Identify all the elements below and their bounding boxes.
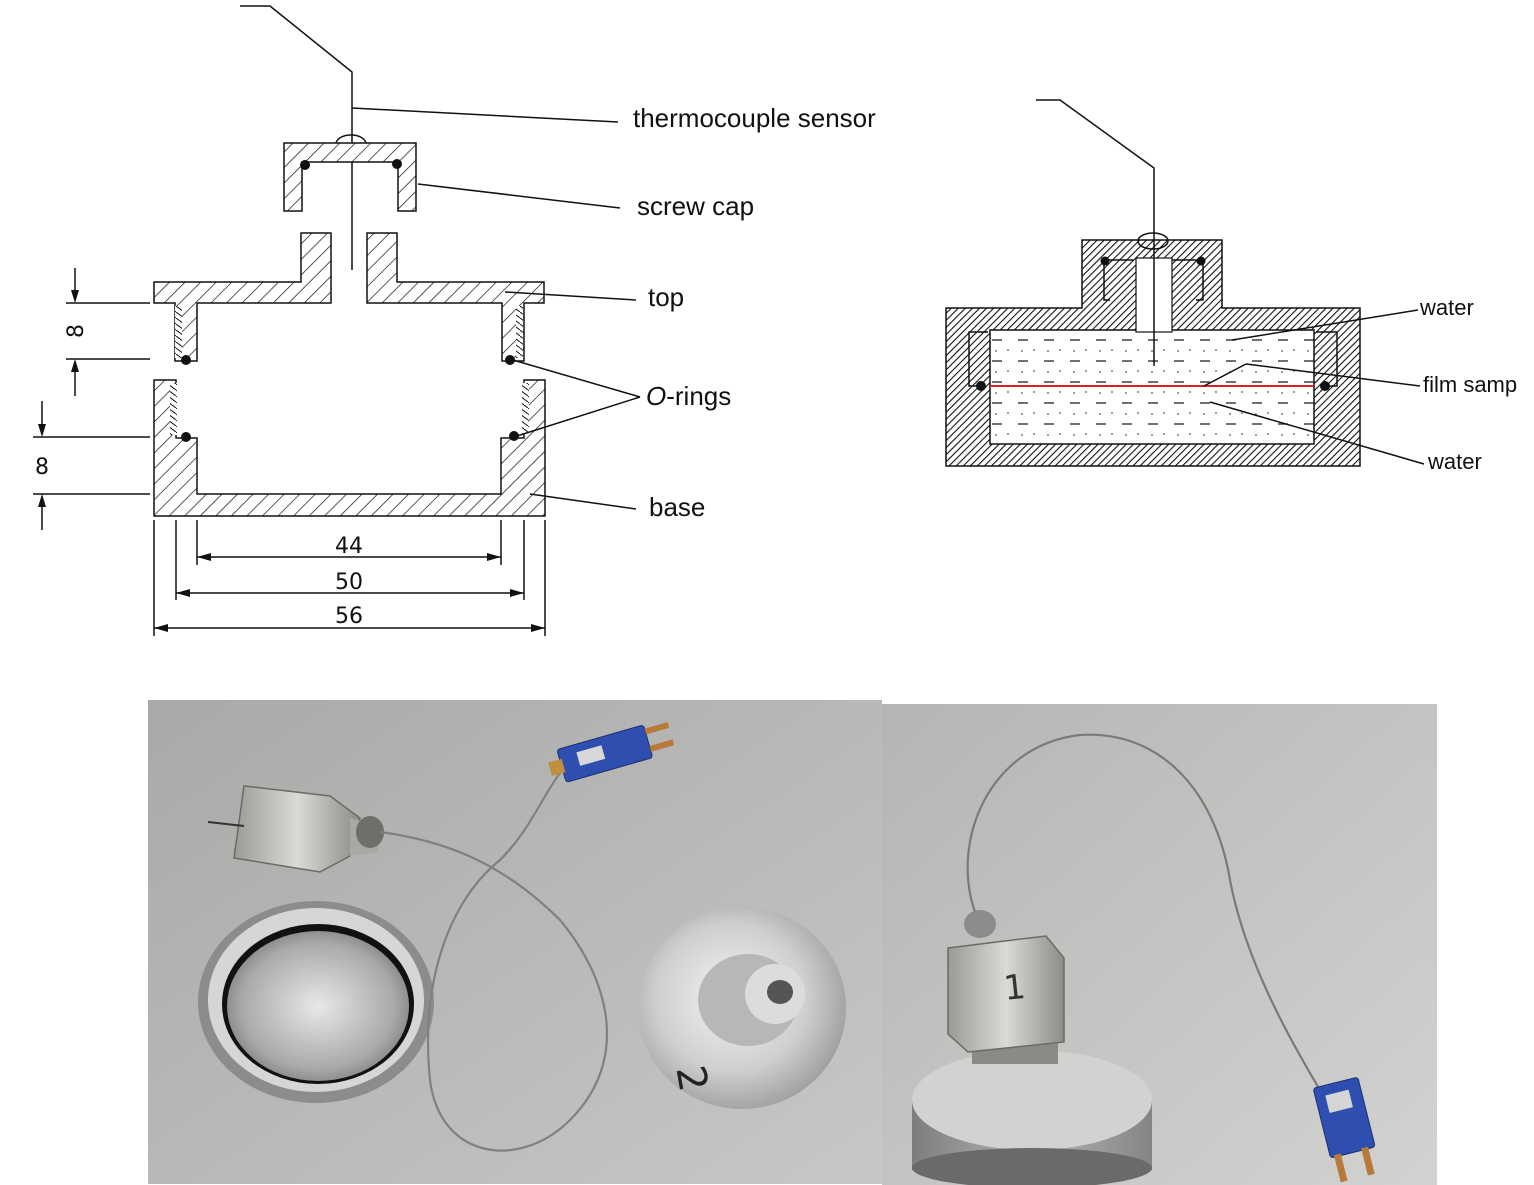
label-film-sample: film samp [1423,372,1517,397]
top-piece [153,232,545,365]
photo-assembled-base [912,1050,1152,1185]
photo-base-cup [198,901,434,1103]
photo-blue-connector [548,722,675,783]
dimension-44: 44 [335,534,363,559]
photo-disassembled-cell: 2 [148,700,882,1184]
label-screw-cap: screw cap [637,191,754,221]
o-ring [181,432,191,442]
dimension-base-height-value: 8 [35,455,49,480]
photo-hex-fitting [207,785,384,873]
dimension-50: 50 [335,570,363,595]
photo-thermocouple-wire [379,769,609,1152]
dimension-top-height: 8 [64,268,150,396]
o-ring [392,159,402,169]
photo-assembled-hex-number: 1 [1002,967,1028,1009]
photo-assembled-wire [966,733,1341,1101]
thermocouple-wire [240,5,353,270]
dimension-base-height: 8 [33,401,150,530]
screw-cap [283,142,417,212]
o-ring [1196,256,1206,266]
photo-top-piece: 2 [638,907,846,1109]
base-piece [153,379,546,517]
dimension-widths: 44 50 56 [153,520,546,636]
label-top: top [648,282,684,312]
o-ring [509,431,519,441]
o-ring [181,355,191,365]
label-water-bottom: water [1427,449,1482,474]
label-o-rings: O-rings [646,381,731,411]
label-base: base [649,492,705,522]
o-ring [505,355,515,365]
thermocouple-wire-assembled [1036,99,1155,366]
label-water-top: water [1419,295,1474,320]
photo-assembled-cell: 1 [882,704,1437,1185]
label-o-rings-suffix: -rings [666,381,731,411]
o-ring [1100,256,1110,266]
o-ring [300,160,310,170]
assembled-cell-diagram: water film samp water [945,99,1517,474]
label-thermocouple-sensor: thermocouple sensor [633,103,876,133]
dimension-top-height-value: 8 [64,324,89,338]
label-o-rings-prefix: O [646,381,666,411]
o-ring [1320,381,1330,391]
photo-assembled-connector [1313,1077,1376,1183]
o-ring [976,381,986,391]
dimension-56: 56 [335,604,363,629]
photo-assembled-hex: 1 [947,910,1065,1064]
cell-cross-section-drawing: thermocouple sensor screw cap top O-ring… [33,5,876,636]
